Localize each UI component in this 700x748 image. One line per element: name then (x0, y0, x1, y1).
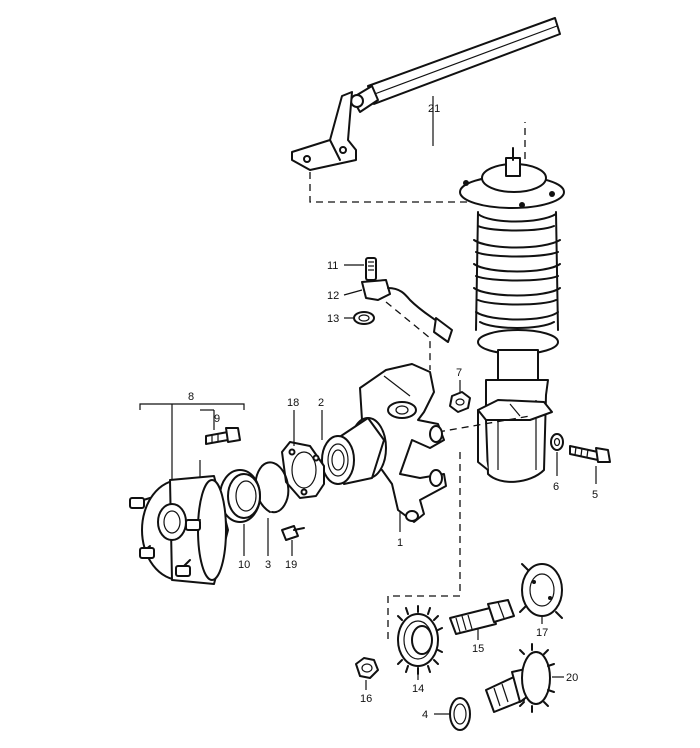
wheel-bearing (321, 417, 387, 485)
hex-nut (355, 657, 379, 679)
callout-14: 14 (412, 683, 424, 695)
callout-21: 21 (428, 103, 440, 115)
axle-bolt (449, 599, 515, 635)
callout-18: 18 (287, 397, 299, 409)
speed-sensor (353, 257, 453, 370)
callout-8: 8 (188, 391, 194, 403)
leader-12 (343, 289, 363, 296)
callout-2: 2 (318, 397, 324, 409)
callout-5: 5 (592, 489, 598, 501)
callout-12: 12 (327, 290, 339, 302)
callout-10: 10 (238, 559, 250, 571)
callout-7: 7 (456, 367, 462, 379)
stabilizer-bar (291, 17, 561, 171)
bolt-part-9 (205, 427, 241, 445)
bracket-8 (139, 403, 245, 410)
callout-16: 16 (360, 693, 372, 705)
dash-bar-to-strut (309, 122, 526, 203)
callout-20: 20 (566, 672, 578, 684)
callout-11: 11 (327, 260, 338, 272)
pulse-wheel (397, 605, 443, 675)
nut-part-7 (449, 391, 471, 413)
strut-assembly (459, 147, 565, 483)
wheel-hub (129, 475, 229, 585)
callout-6: 6 (553, 481, 559, 493)
callout-4: 4 (422, 709, 428, 721)
callout-3: 3 (265, 559, 271, 571)
drive-shaft-stub (485, 643, 555, 713)
dust-shield (281, 441, 325, 499)
steering-knuckle (357, 363, 447, 523)
callout-15: 15 (472, 643, 484, 655)
retaining-plate (519, 563, 563, 619)
seal-ring-part-4 (449, 697, 471, 731)
bolt-part-5 (569, 445, 611, 463)
seal-ring (219, 469, 261, 523)
washer-part-6 (550, 433, 564, 451)
callout-13: 13 (327, 313, 339, 325)
callout-19: 19 (285, 559, 297, 571)
dash-knuckle-to-shaft (387, 452, 461, 640)
dash-knuckle-to-strut (437, 415, 531, 433)
circlip (254, 461, 290, 514)
callout-17: 17 (536, 627, 548, 639)
callout-1: 1 (397, 537, 403, 549)
callout-9: 9 (214, 413, 220, 425)
screw-part-19 (281, 525, 305, 541)
